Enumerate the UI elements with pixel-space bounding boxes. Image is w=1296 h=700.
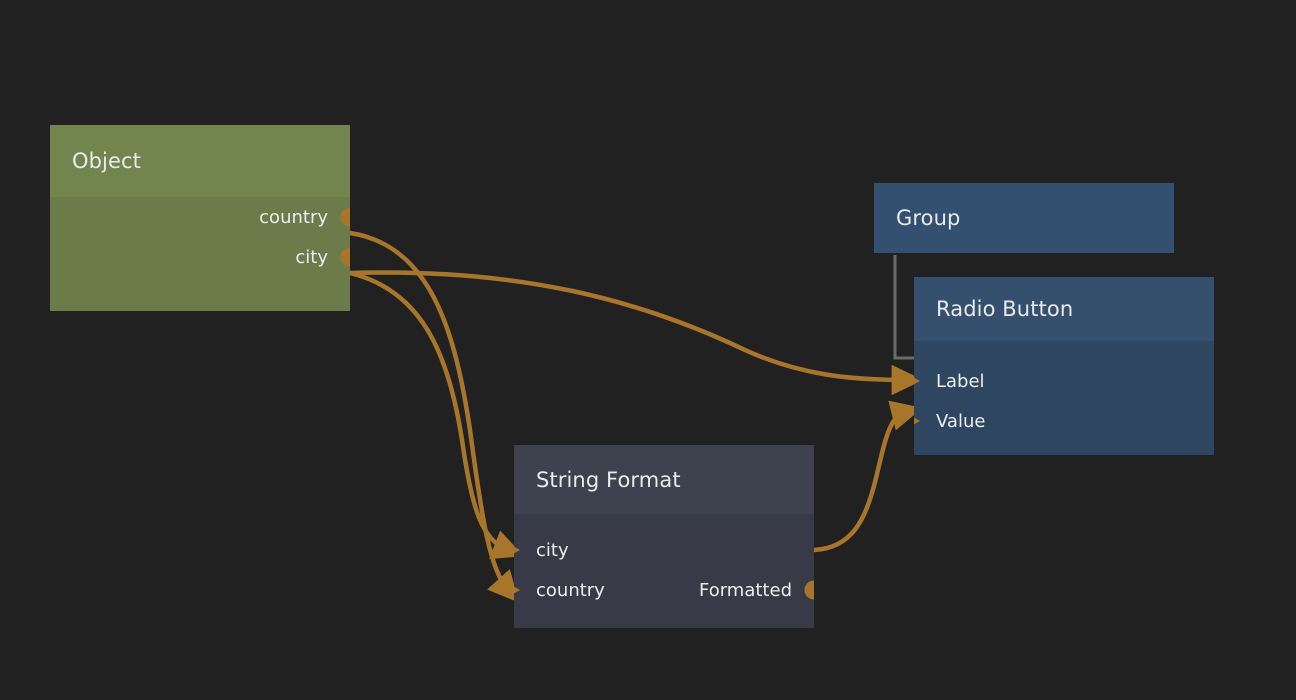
node-string-format-body: city Formatted country <box>514 514 814 628</box>
node-group[interactable]: Group <box>874 183 1174 253</box>
input-arrow-value[interactable] <box>914 412 921 430</box>
node-object-body: country city <box>50 197 350 311</box>
edge-city-to-city <box>347 270 524 560</box>
port-label-formatted: Formatted <box>699 579 792 601</box>
edge-country-to-country <box>347 230 520 603</box>
port-row-object-city[interactable]: city <box>50 237 350 277</box>
port-label-strfmt-country: country <box>536 579 605 601</box>
input-arrow-strfmt-country[interactable] <box>514 581 521 599</box>
port-row-radio-label[interactable]: Label <box>914 361 1214 401</box>
port-label-strfmt-city: city <box>536 539 569 561</box>
output-socket-country[interactable] <box>340 207 350 227</box>
node-object-title: Object <box>50 125 350 197</box>
node-string-format-title: String Format <box>514 445 814 514</box>
port-label-city: city <box>295 246 328 268</box>
node-radio-button-body: Label Value <box>914 341 1214 455</box>
output-socket-formatted[interactable] <box>804 580 814 600</box>
node-radio-button[interactable]: Radio Button Label Value <box>914 277 1214 455</box>
port-row-radio-value[interactable]: Value <box>914 401 1214 441</box>
edge-city-to-label <box>347 270 924 396</box>
node-object[interactable]: Object country city <box>50 125 350 311</box>
node-string-format[interactable]: String Format city Formatted country <box>514 445 814 628</box>
port-row-object-country[interactable]: country <box>50 197 350 237</box>
port-label-label: Label <box>936 370 985 392</box>
port-label-value: Value <box>936 410 986 432</box>
port-row-strfmt-city[interactable]: city <box>514 530 814 570</box>
input-arrow-label[interactable] <box>914 372 921 390</box>
node-radio-button-title: Radio Button <box>914 277 1214 341</box>
port-label-country: country <box>259 206 328 228</box>
node-group-title: Group <box>874 183 1174 253</box>
port-row-strfmt-country[interactable]: country <box>514 570 814 610</box>
output-socket-city[interactable] <box>340 247 350 267</box>
edge-formatted-to-value <box>811 400 923 553</box>
input-arrow-strfmt-city[interactable] <box>514 541 521 559</box>
port-row-strfmt-formatted[interactable]: Formatted <box>514 570 814 610</box>
